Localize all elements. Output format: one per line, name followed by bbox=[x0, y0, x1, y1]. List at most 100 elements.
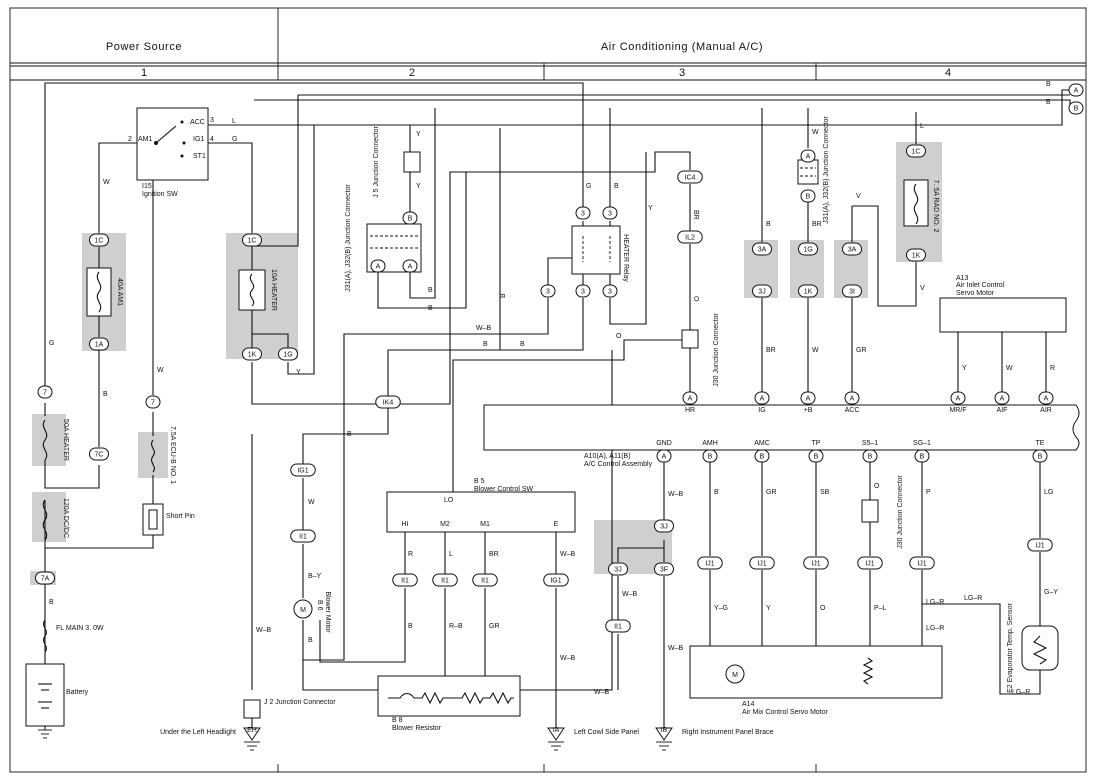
wire-b-3a: B bbox=[766, 221, 771, 228]
conn-1a: 1A bbox=[89, 337, 109, 351]
conn-ic4: IC4 bbox=[677, 170, 703, 184]
fuse-rad-no2 bbox=[903, 179, 929, 227]
a10-name: A/C Control Assembly bbox=[584, 461, 653, 468]
conn-a13-air-text: A bbox=[1044, 396, 1049, 403]
wire-gr-amc: GR bbox=[766, 489, 777, 496]
fuse-heater-label: 10A HEATER bbox=[270, 269, 277, 311]
offpage-b-1-text: B bbox=[1074, 106, 1079, 113]
conn-ii1-motor: II1 bbox=[290, 529, 316, 543]
ign-acc: ACC bbox=[190, 119, 205, 126]
fuse-50a-heater bbox=[42, 419, 48, 461]
motor-m-1: M bbox=[732, 672, 738, 679]
wire-w-d: W bbox=[812, 347, 819, 354]
conn-a10-ig-text: A bbox=[760, 396, 765, 403]
wire-lgr-2: LG–R bbox=[926, 625, 944, 632]
offpage-a-1: A bbox=[1068, 83, 1084, 97]
battery bbox=[25, 663, 65, 727]
conn-ij1-1: IJ1 bbox=[697, 556, 723, 570]
conn-7-ecu-text: 7 bbox=[151, 400, 155, 407]
conn-3f-text: 3F bbox=[660, 567, 668, 574]
conn-7-left: 7 bbox=[37, 385, 53, 399]
conn-ii1-lower: II1 bbox=[605, 619, 631, 633]
wire-b-amh: B bbox=[714, 489, 719, 496]
pin-s5: S5–1 bbox=[862, 440, 878, 447]
wire-w-j31: W bbox=[812, 129, 819, 136]
ground-ib bbox=[655, 727, 673, 741]
wire-wb-e2: W–B bbox=[560, 655, 576, 662]
conn-a11-sg: B bbox=[914, 449, 930, 463]
wire-b-mid: B bbox=[428, 287, 433, 294]
conn-3a-left: 3A bbox=[752, 242, 772, 256]
conn-ii1-m2: II1 bbox=[432, 573, 458, 587]
conn-1g: 1G bbox=[278, 347, 298, 361]
conn-ij1-4-text: IJ1 bbox=[865, 561, 874, 568]
wire-g-left: G bbox=[49, 340, 54, 347]
conn-a10-gnd: A bbox=[656, 449, 672, 463]
conn-a11-amc: B bbox=[754, 449, 770, 463]
conn-ig1-e: IG1 bbox=[543, 573, 569, 587]
wire-y-relay: Y bbox=[648, 205, 653, 212]
ign-st1: ST1 bbox=[193, 153, 206, 160]
blower-resistor bbox=[377, 675, 521, 717]
j5-junction-connector bbox=[403, 151, 421, 173]
conn-a11-s5-text: B bbox=[868, 454, 873, 461]
conn-ig1-e-text: IG1 bbox=[550, 578, 561, 585]
wire-w-1: W bbox=[103, 179, 110, 186]
wire-b-relay: B bbox=[614, 183, 619, 190]
pin-air: AIR bbox=[1040, 407, 1052, 414]
conn-7a-text: 7A bbox=[41, 576, 50, 583]
wire-o-1: O bbox=[692, 296, 699, 302]
conn-relay-3b-text: 3 bbox=[608, 211, 612, 218]
conn-relay-3b: 3 bbox=[602, 206, 618, 220]
wire-br-1: BR bbox=[692, 210, 699, 220]
pin-m2: M2 bbox=[440, 521, 450, 528]
fuse-ecub-label: 7.5A ECU-B NO. 1 bbox=[169, 426, 176, 484]
conn-ij1-4: IJ1 bbox=[857, 556, 883, 570]
wire-gr-m: GR bbox=[489, 623, 500, 630]
pin-lo: LO bbox=[444, 497, 454, 504]
conn-ii1-m1-text: II1 bbox=[481, 578, 489, 585]
conn-7a: 7A bbox=[35, 571, 55, 585]
conn-7-ecu: 7 bbox=[145, 395, 161, 409]
j30-junction-connector-lower bbox=[861, 499, 879, 523]
ground-label-eh: EH bbox=[247, 727, 257, 734]
j30-label: J30 Junction Connector bbox=[713, 313, 720, 387]
conn-3f: 3F bbox=[654, 562, 674, 576]
conn-1c-rad-text: 1C bbox=[912, 149, 921, 156]
conn-ic4-text: IC4 bbox=[685, 175, 696, 182]
conn-ik4: IK4 bbox=[375, 395, 401, 409]
pin-m1: M1 bbox=[480, 521, 490, 528]
conn-3j-text: 3J bbox=[758, 289, 765, 296]
conn-a10-b-text: A bbox=[806, 396, 811, 403]
conn-1g-right-text: 1G bbox=[803, 247, 812, 254]
wire-wb-gnd3: W–B bbox=[668, 645, 684, 652]
conn-a10-acc-text: A bbox=[850, 396, 855, 403]
wire-b-top-2: B bbox=[1046, 99, 1051, 106]
wire-br-m1: BR bbox=[489, 551, 499, 558]
fl-main-label: FL MAIN 3. 0W bbox=[56, 625, 104, 632]
components bbox=[25, 107, 1080, 741]
a14-id: A14 bbox=[742, 701, 755, 708]
ign-ig1: IG1 bbox=[193, 136, 204, 143]
conn-3i: 3I bbox=[842, 284, 862, 298]
conn-a13-air: A bbox=[1038, 391, 1054, 405]
conn-il2: IL2 bbox=[677, 230, 703, 244]
wire-b-fl: B bbox=[49, 599, 54, 606]
a13-name-1: Air Inlet Control bbox=[956, 282, 1005, 289]
ground-eh bbox=[243, 727, 261, 741]
ign-name: Ignition SW bbox=[142, 191, 178, 198]
wire-wb-e: W–B bbox=[560, 551, 576, 558]
wire-b-k: B bbox=[308, 637, 313, 644]
wire-sb: SB bbox=[820, 489, 830, 496]
conn-a11-amh: B bbox=[702, 449, 718, 463]
pin-tp: TP bbox=[812, 440, 821, 447]
conn-a11-amh-text: B bbox=[708, 454, 713, 461]
wire-r-a13: R bbox=[1050, 365, 1055, 372]
conn-1c-heater: 1C bbox=[242, 233, 262, 247]
wire-wb-gnd: W–B bbox=[668, 491, 684, 498]
conn-1c-am1: 1C bbox=[89, 233, 109, 247]
column-4: 4 bbox=[945, 67, 951, 79]
conn-ii1-hi-text: II1 bbox=[401, 578, 409, 585]
wire-v-1: V bbox=[856, 193, 861, 200]
